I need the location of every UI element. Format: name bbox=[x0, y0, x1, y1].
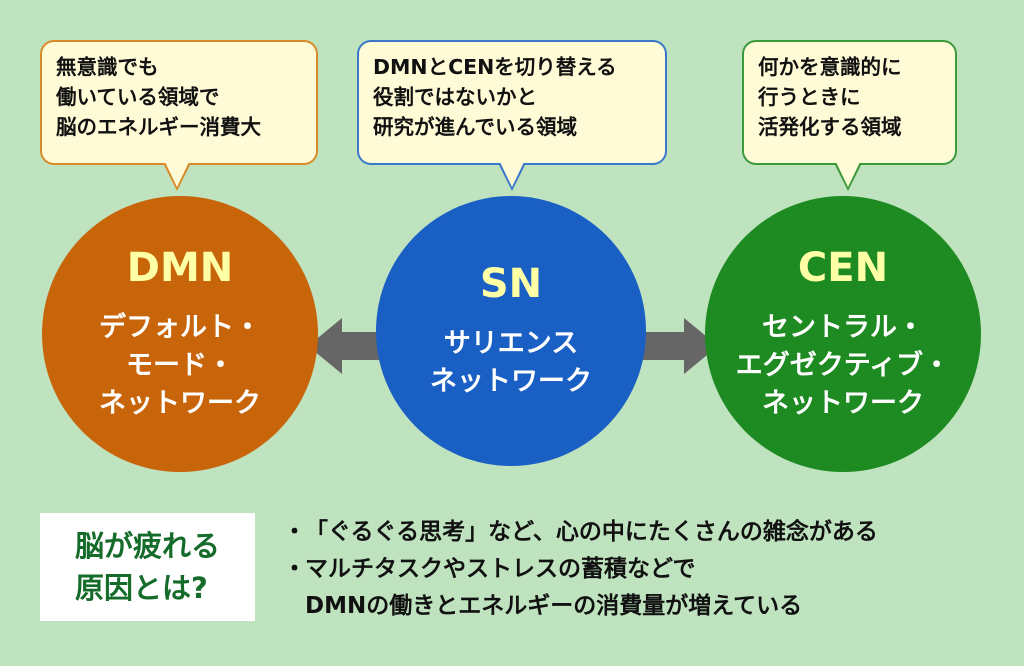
cen-description-line: 行うときに bbox=[758, 85, 861, 109]
dmn-description-line: 脳のエネルギー消費大 bbox=[56, 115, 261, 139]
sn-description-line: DMNとCENを切り替える bbox=[373, 55, 617, 79]
note-item: ・ 「ぐるぐる思考」など、心の中にたくさんの雑念がある bbox=[283, 514, 878, 551]
cen-name-line: エグゼクティブ・ bbox=[735, 350, 951, 381]
sn-bubble-tail-fill bbox=[500, 162, 524, 187]
dmn-description-bubble: 無意識でも 働いている領域で 脳のエネルギー消費大 bbox=[40, 40, 318, 165]
sn-description-line: 研究が進んでいる領域 bbox=[373, 115, 577, 139]
sn-circle: SN サリエンス ネットワーク bbox=[376, 196, 646, 466]
cen-description-line: 何かを意識的に bbox=[758, 55, 902, 79]
cen-name-line: セントラル・ bbox=[761, 312, 924, 343]
cen-description-bubble: 何かを意識的に 行うときに 活発化する領域 bbox=[742, 40, 957, 165]
cen-description-line: 活発化する領域 bbox=[758, 115, 902, 139]
sn-description-line: 役割ではないかと bbox=[373, 85, 537, 109]
sn-name-line: ネットワーク bbox=[430, 366, 592, 397]
dmn-description-line: 無意識でも bbox=[56, 55, 159, 79]
bullet: ・ bbox=[283, 556, 306, 582]
sn-full-name: サリエンス ネットワーク bbox=[430, 325, 592, 401]
summary-notes: ・ 「ぐるぐる思考」など、心の中にたくさんの雑念がある ・ マルチタスクやストレ… bbox=[283, 514, 878, 625]
note-text: DMNの働きとエネルギーの消費量が増えている bbox=[305, 593, 803, 619]
summary-label: 脳が疲れる 原因とは? bbox=[75, 525, 220, 609]
summary-label-line: 原因とは? bbox=[74, 571, 208, 605]
cen-bubble-tail-fill bbox=[836, 162, 860, 187]
dmn-name-line: ネットワーク bbox=[99, 388, 261, 419]
bullet: ・ bbox=[283, 519, 306, 545]
note-item-continuation: DMNの働きとエネルギーの消費量が増えている bbox=[283, 588, 878, 625]
arrow-left-icon bbox=[308, 318, 398, 374]
note-text: 「ぐるぐる思考」など、心の中にたくさんの雑念がある bbox=[305, 519, 878, 545]
sn-name-line: サリエンス bbox=[443, 328, 579, 359]
cen-circle: CEN セントラル・ エグゼクティブ・ ネットワーク bbox=[705, 196, 981, 472]
cen-name-line: ネットワーク bbox=[761, 388, 924, 419]
note-item: ・ マルチタスクやストレスの蓄積などで bbox=[283, 551, 878, 588]
sn-description-bubble: DMNとCENを切り替える 役割ではないかと 研究が進んでいる領域 bbox=[357, 40, 667, 165]
summary-label-box: 脳が疲れる 原因とは? bbox=[40, 513, 255, 621]
sn-abbreviation: SN bbox=[479, 261, 543, 307]
cen-full-name: セントラル・ エグゼクティブ・ ネットワーク bbox=[736, 309, 950, 423]
arrow-right-icon bbox=[628, 318, 718, 374]
dmn-description-line: 働いている領域で bbox=[56, 85, 220, 109]
note-text: マルチタスクやストレスの蓄積などで bbox=[305, 556, 696, 582]
dmn-bubble-tail-fill bbox=[165, 162, 189, 187]
dmn-name-line: モード・ bbox=[126, 350, 234, 381]
dmn-name-line: デフォルト・ bbox=[99, 312, 261, 343]
dmn-full-name: デフォルト・ モード・ ネットワーク bbox=[99, 309, 261, 423]
summary-label-line: 脳が疲れる bbox=[74, 529, 220, 563]
dmn-abbreviation: DMN bbox=[126, 245, 234, 291]
dmn-circle: DMN デフォルト・ モード・ ネットワーク bbox=[42, 196, 318, 472]
cen-abbreviation: CEN bbox=[797, 245, 889, 291]
